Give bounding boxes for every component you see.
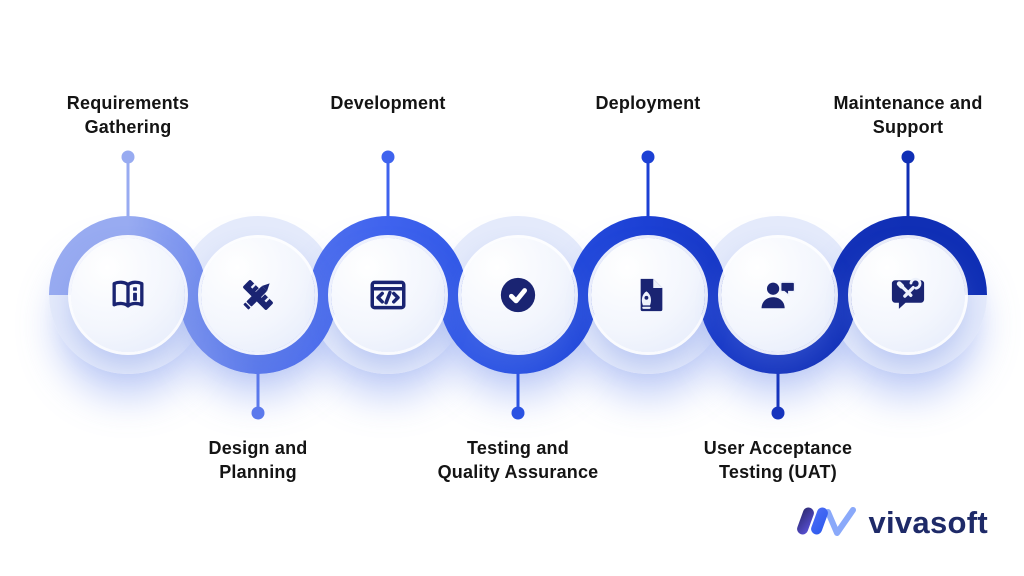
step-1-circle [71,238,185,352]
step-3-circle [331,238,445,352]
step-3-label: Development [330,93,446,113]
step-2-circle [201,238,315,352]
step-6-dot [771,406,785,420]
vivasoft-logo: vivasoft [794,503,988,543]
check-circle-icon [500,277,536,313]
step-2-label: Design and Planning [208,438,308,482]
step-5-circle [591,238,705,352]
step-3-dot [381,150,395,164]
step-7-circle [851,238,965,352]
step-7-label: Maintenance and Support [833,93,983,137]
step-4-label: Testing and Quality Assurance [437,438,599,482]
step-7-dot [901,150,915,164]
rocket-document-icon [640,278,663,312]
step-5-label: Deployment [595,93,701,113]
step-1-dot [121,150,135,164]
vivasoft-logo-text: vivasoft [868,505,988,540]
ribbon-path [49,216,987,374]
step-6-label: User Acceptance Testing (UAT) [703,438,853,482]
code-window-icon [370,280,406,310]
open-book-info-icon [112,280,144,308]
step-2-dot [251,406,265,420]
pencil-ruler-icon [243,280,273,310]
vivasoft-logo-icon [797,507,857,536]
step-4-dot [511,406,525,420]
step-1-label: Requirements Gathering [66,93,190,137]
user-feedback-icon [761,281,796,309]
step-4-circle [461,238,575,352]
step-6-circle [721,238,835,352]
step-5-dot [641,150,655,164]
support-tools-icon [891,277,925,309]
